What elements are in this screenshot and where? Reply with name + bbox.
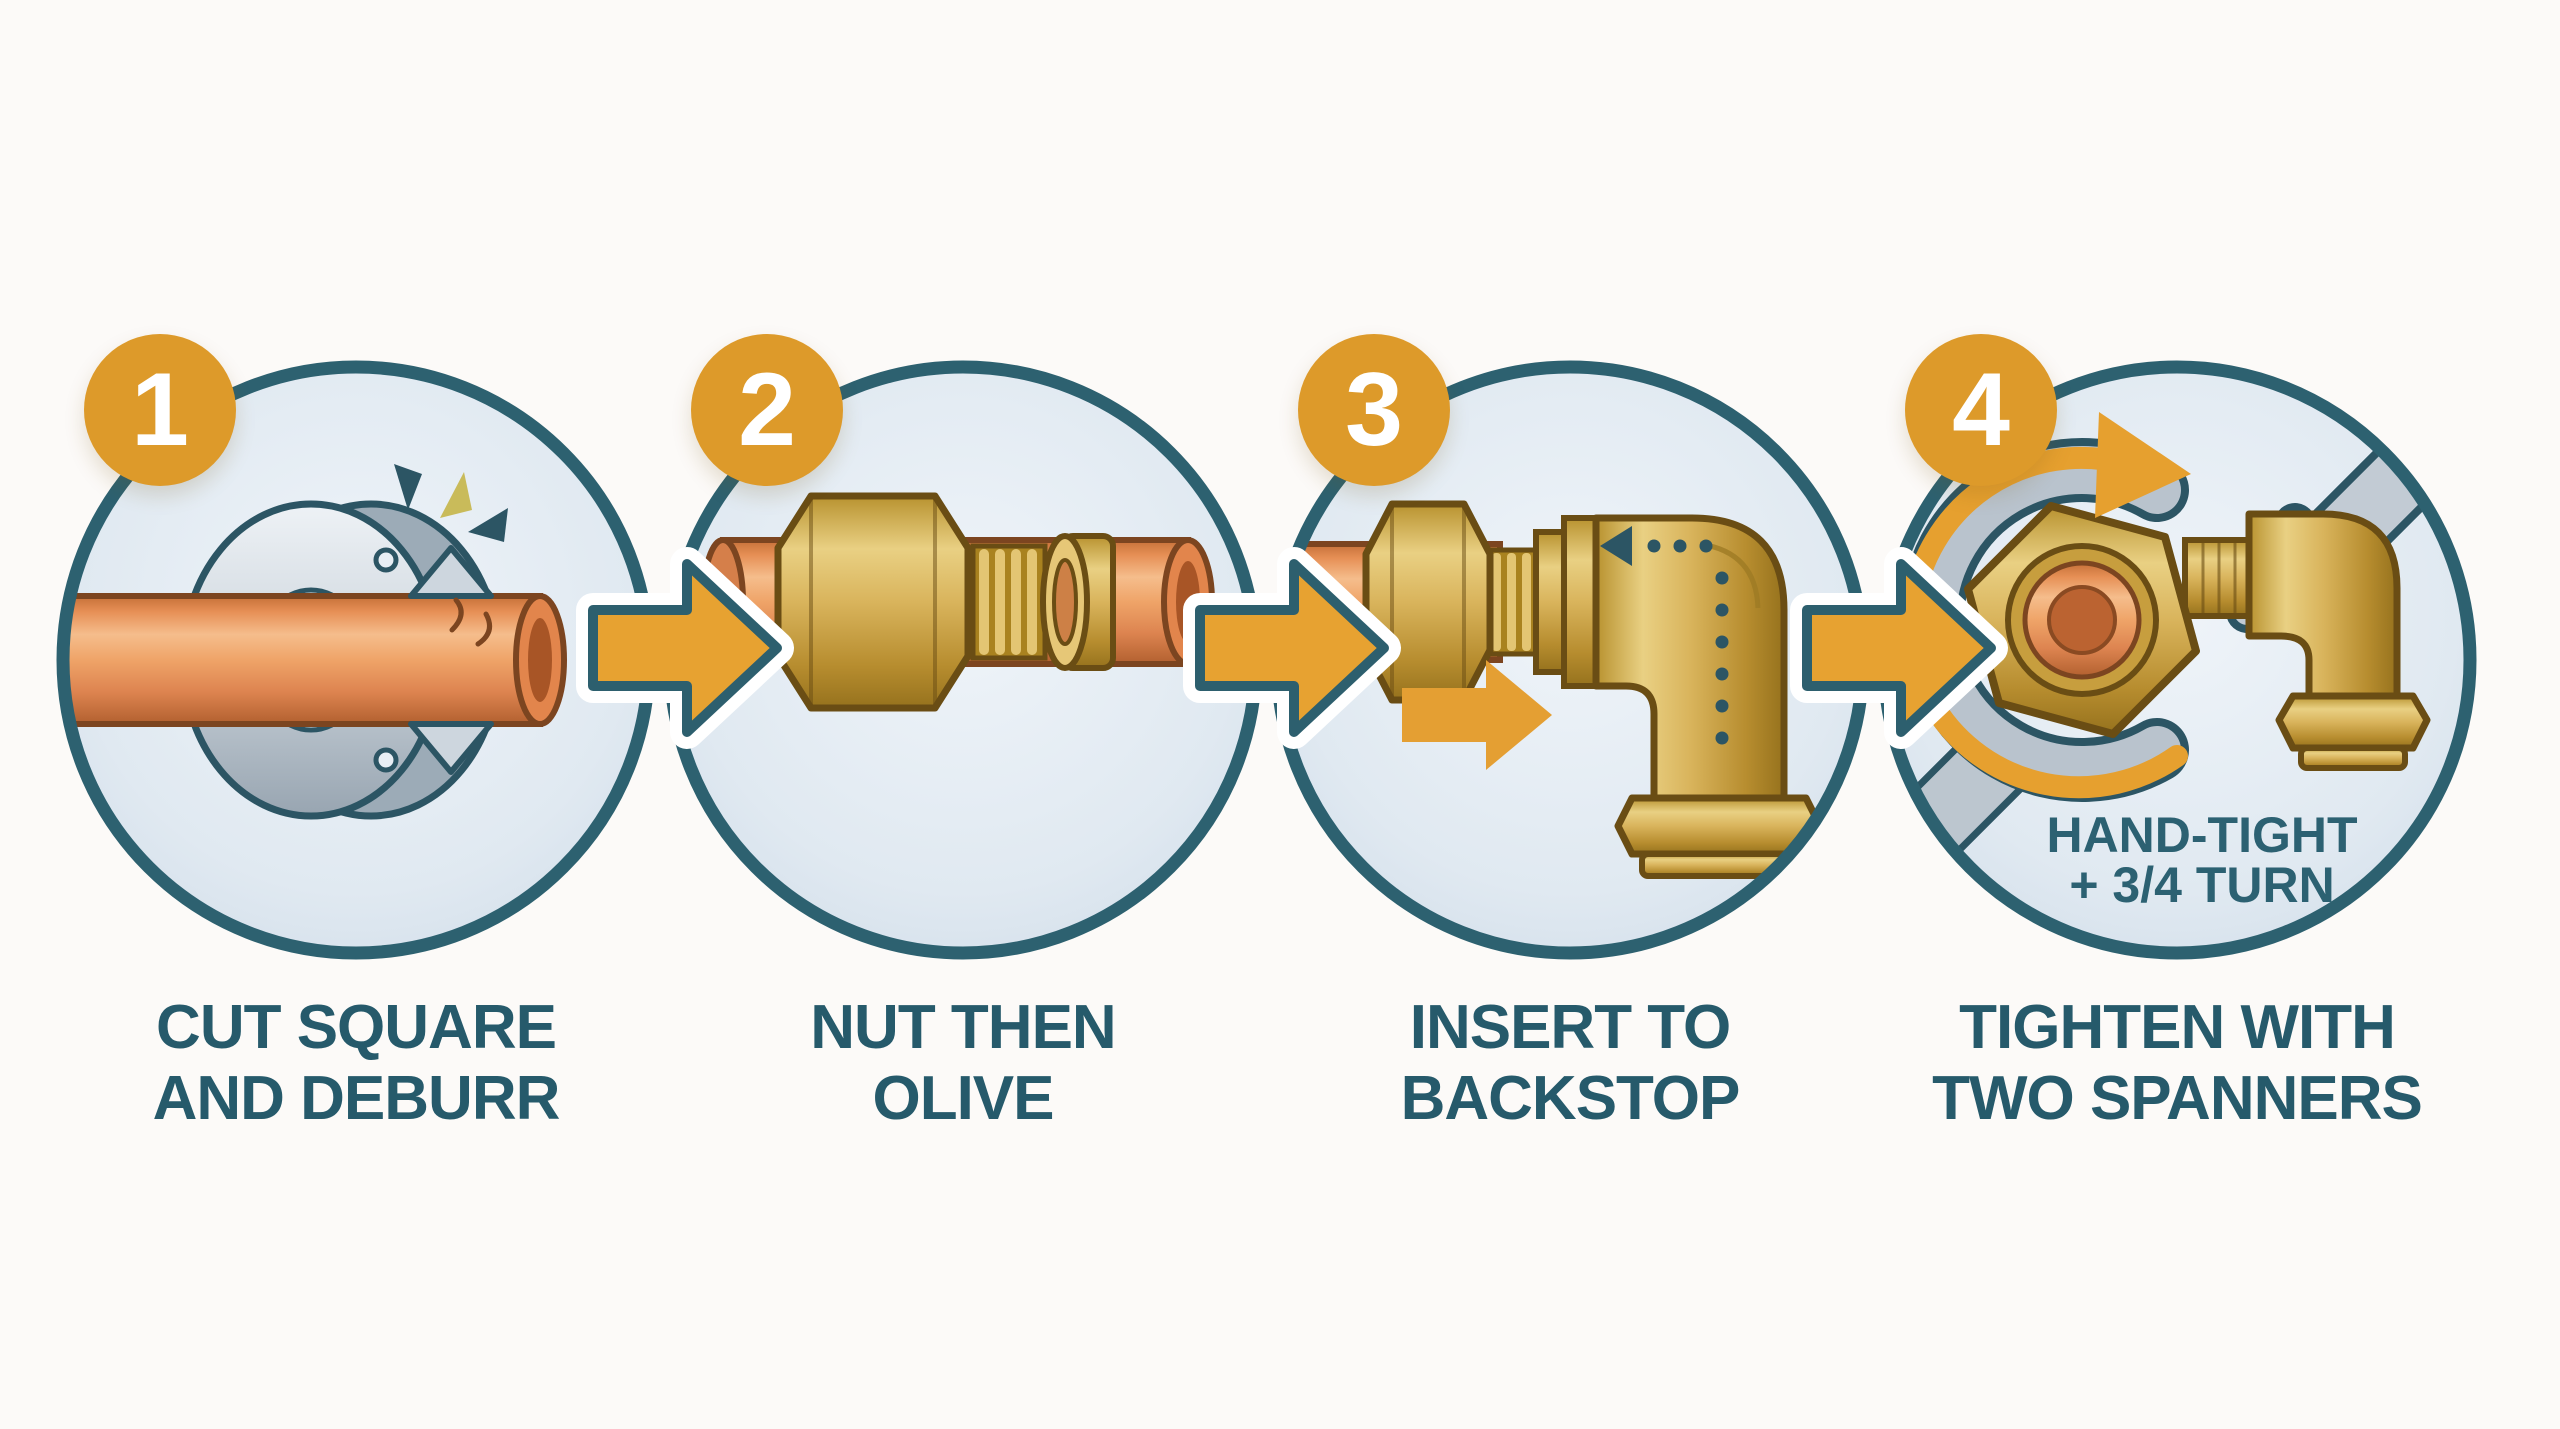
elbow-flange: [1561, 515, 1599, 689]
elbow-bottom-nut: [2275, 692, 2431, 752]
step-connector-arrow-icon: [1790, 547, 2008, 749]
spanner-handle-tip: [1881, 840, 1917, 932]
hand-tight-note-line-2: + 3/4 TURN: [2069, 857, 2334, 913]
connection-nut: [2182, 537, 2252, 619]
rotation-arc-bottom: [1924, 697, 2188, 799]
step-caption: INSERT TO BACKSTOP: [1250, 992, 1890, 1134]
burr-shaving-marks: [449, 597, 493, 647]
spark-marks-icon: [394, 464, 508, 542]
right-arrow-icon: [1195, 559, 1389, 737]
elbow-bottom-cap: [2298, 745, 2408, 771]
step-4: HAND-TIGHT + 3/4 TURN 4 TIGHTEN WITH TWO…: [1857, 0, 2497, 1429]
cutter-jaw-top: [408, 545, 494, 599]
step-connector-arrow-icon: [576, 547, 794, 749]
step-number-badge: 2: [691, 334, 843, 486]
pipe-into-elbow-assembly: [1274, 500, 1824, 879]
hand-tight-note-line-1: HAND-TIGHT: [2046, 807, 2357, 863]
compression-nut-icon: [774, 492, 972, 712]
step-number: 3: [1345, 351, 1403, 468]
elbow-seat: [1533, 529, 1567, 675]
caption-line-2: OLIVE: [872, 1064, 1054, 1133]
caption-line-2: AND DEBURR: [152, 1064, 561, 1133]
step-number-badge: 1: [84, 334, 236, 486]
step-4-illustration: HAND-TIGHT + 3/4 TURN: [1877, 360, 2477, 960]
step-caption: CUT SQUARE AND DEBURR: [36, 992, 676, 1134]
step-2-illustration: [663, 360, 1263, 960]
right-arrow-icon: [1802, 559, 1996, 737]
cutter-jaws: [373, 545, 494, 775]
step-number: 2: [738, 351, 796, 468]
cutter-screw-bottom: [373, 747, 399, 773]
step-number: 1: [131, 351, 189, 468]
rotation-arrowhead: [2095, 412, 2191, 518]
caption-line-1: CUT SQUARE: [156, 993, 557, 1062]
cutter-screw-top: [373, 547, 399, 573]
step-number-badge: 4: [1905, 334, 2057, 486]
insert-arrow-icon: [1402, 660, 1552, 770]
thread-ridges: [970, 543, 1048, 661]
hex-nut-face-icon: [1964, 502, 2200, 738]
cutter-jaw-bottom: [408, 721, 494, 775]
pipe-bore: [528, 618, 552, 702]
caption-line-1: INSERT TO: [1409, 993, 1732, 1062]
step-1: 1 CUT SQUARE AND DEBURR: [36, 0, 676, 1429]
step-2: 2 NUT THEN OLIVE: [643, 0, 1283, 1429]
backstop-arrowhead: [1600, 526, 1632, 566]
pipe-bore: [2047, 585, 2117, 655]
step-connector-arrow-icon: [1183, 547, 1401, 749]
caption-line-1: NUT THEN: [810, 993, 1116, 1062]
step-caption: NUT THEN OLIVE: [643, 992, 1283, 1134]
elbow-fitting-icon: [2182, 510, 2431, 771]
caption-line-1: TIGHTEN WITH: [1959, 993, 2396, 1062]
elbow-body: [1592, 514, 1788, 802]
pipe-body: [60, 593, 543, 727]
step-1-illustration: [56, 360, 656, 960]
right-arrow-icon: [588, 559, 782, 737]
step-number-badge: 3: [1298, 334, 1450, 486]
caption-line-2: TWO SPANNERS: [1932, 1064, 2423, 1133]
step-3: 3 INSERT TO BACKSTOP: [1250, 0, 1890, 1429]
caption-line-2: BACKSTOP: [1400, 1064, 1741, 1133]
step-caption: TIGHTEN WITH TWO SPANNERS: [1857, 992, 2497, 1134]
step-number: 4: [1952, 351, 2010, 468]
backstop-guide-icon: [1600, 526, 1729, 745]
elbow-body: [2245, 510, 2401, 700]
step-3-illustration: [1270, 360, 1870, 960]
olive-ring-icon: [1040, 533, 1116, 671]
